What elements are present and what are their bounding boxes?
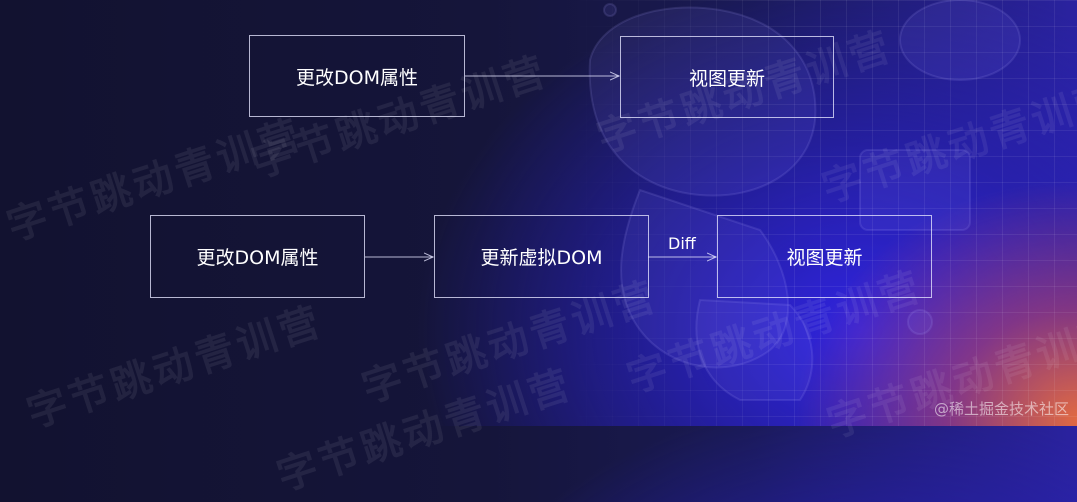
footer-watermark: @稀土掘金技术社区 <box>933 400 1069 418</box>
background-grid <box>560 0 1077 426</box>
node-update-virtual-dom: 更新虚拟DOM <box>434 215 649 298</box>
node-change-dom-attr-bottom: 更改DOM属性 <box>150 215 365 298</box>
node-view-update-bottom: 视图更新 <box>717 215 932 298</box>
flow-connectors <box>365 0 1077 426</box>
node-change-dom-attr-top: 更改DOM属性 <box>249 35 465 117</box>
edge-label-diff: Diff <box>668 234 696 253</box>
node-view-update-top: 视图更新 <box>620 36 834 118</box>
background-illustration <box>588 0 1021 401</box>
